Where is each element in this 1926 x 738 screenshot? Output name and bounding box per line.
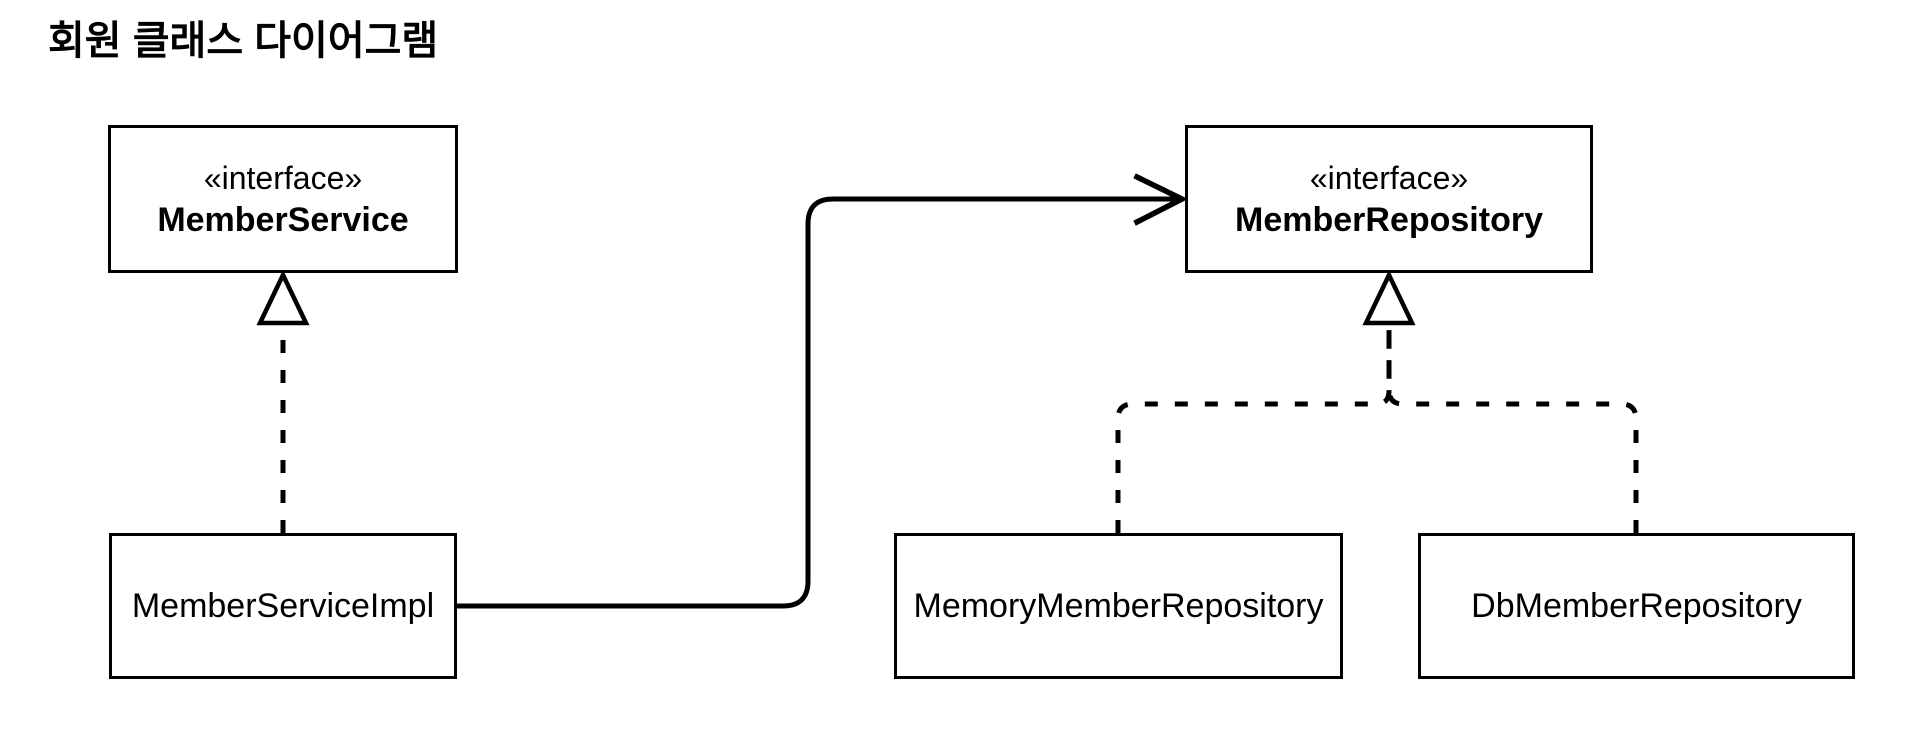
class-box-member-service-impl: MemberServiceImpl bbox=[109, 533, 457, 679]
stereotype-label: «interface» bbox=[1309, 160, 1469, 196]
class-name-label: MemberServiceImpl bbox=[131, 586, 435, 625]
interface-name-label: MemberRepository bbox=[1235, 201, 1543, 239]
diagram-title: 회원 클래스 다이어그램 bbox=[48, 19, 439, 63]
class-box-member-repository: «interface» MemberRepository bbox=[1185, 125, 1593, 273]
class-box-memory-member-repository: MemoryMemberRepository bbox=[894, 533, 1343, 679]
class-name-label: MemoryMemberRepository bbox=[913, 586, 1324, 625]
dependency-line-memberserviceimpl-memberrepository bbox=[457, 196, 1178, 609]
class-box-db-member-repository: DbMemberRepository bbox=[1418, 533, 1855, 679]
open-arrowhead-memberrepository bbox=[1133, 173, 1189, 226]
hollow-triangle-arrowhead-memberservice bbox=[256, 269, 310, 326]
hollow-triangle-arrowhead-memberrepository bbox=[1362, 269, 1416, 326]
class-name-label: DbMemberRepository bbox=[1471, 586, 1802, 625]
realization-line-memorymemberrepository-memberrepository bbox=[1115, 327, 1392, 533]
interface-name-label: MemberService bbox=[157, 201, 409, 239]
class-box-member-service: «interface» MemberService bbox=[108, 125, 458, 273]
realization-line-dbmemberrepository-memberrepository bbox=[1386, 327, 1639, 533]
stereotype-label: «interface» bbox=[203, 160, 363, 196]
